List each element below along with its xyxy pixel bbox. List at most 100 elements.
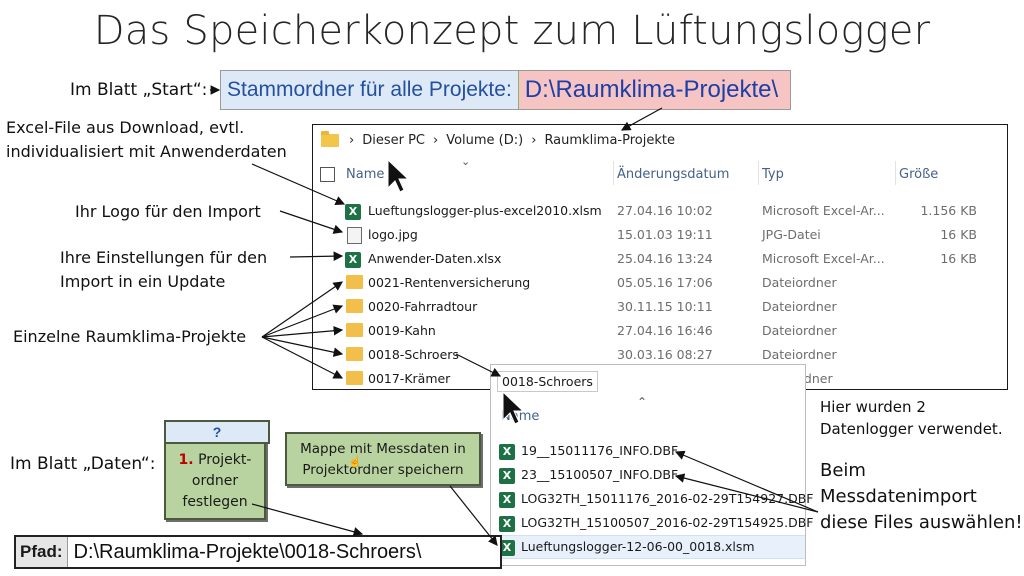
- excel-icon: X: [499, 467, 515, 484]
- note-loggers-line1: Hier wurden 2: [820, 398, 926, 416]
- note-settings-line1: Ihre Einstellungen für den: [60, 248, 268, 267]
- file-date: 15.01.03 19:11: [617, 227, 713, 242]
- step-text: Projekt-: [198, 452, 252, 468]
- root-folder-label: Stammordner für alle Projekte:: [221, 71, 519, 109]
- file-row[interactable]: logo.jpg 15.01.03 19:11 JPG-Datei 16 KB: [313, 223, 1007, 247]
- note-excel-file: Excel-File aus Download, evtl. individua…: [6, 116, 287, 164]
- file-type: Microsoft Excel-Ar...: [762, 203, 885, 218]
- file-name: Anwender-Daten.xlsx: [368, 251, 502, 266]
- excel-icon: X: [499, 515, 515, 532]
- breadcrumb: › Dieser PC › Volume (D:) › Raumklima-Pr…: [313, 125, 1007, 155]
- file-row[interactable]: X 23__15100507_INFO.DBF: [491, 463, 805, 487]
- arrow-project: [261, 336, 344, 357]
- save-workbook-button[interactable]: Mappe mit Messdaten in Projektordner spe…: [285, 432, 481, 486]
- file-row[interactable]: X LOG32TH_15011176_2016-02-29T154927.DBF: [491, 487, 813, 511]
- breadcrumb-item[interactable]: Dieser PC: [362, 132, 425, 148]
- folder-icon: [346, 347, 363, 364]
- file-row[interactable]: X Anwender-Daten.xlsx 25.04.16 13:24 Mic…: [313, 247, 1007, 271]
- set-project-folder-button[interactable]: 1. Projekt- ordner festlegen: [164, 442, 266, 520]
- path-bar: Pfad: D:\Raumklima-Projekte\0018-Schroer…: [14, 535, 502, 569]
- arrow-info-file: [674, 450, 819, 513]
- file-date: 25.04.16 13:24: [617, 251, 713, 266]
- folder-row[interactable]: 0018-Schroers 30.03.16 08:27 Dateiordner: [313, 343, 1007, 367]
- folder-name: 0019-Kahn: [368, 323, 436, 338]
- column-divider: [613, 161, 614, 185]
- folder-name: 0018-Schroers: [368, 347, 459, 362]
- column-type[interactable]: Typ: [762, 167, 784, 182]
- file-name: 19__15011176_INFO.DBF: [521, 443, 679, 458]
- daten-sheet-label: Im Blatt „Daten“:: [10, 454, 156, 474]
- breadcrumb-item[interactable]: Raumklima-Projekte: [544, 132, 675, 148]
- mouse-cursor-icon: [502, 390, 525, 425]
- start-sheet-label: Im Blatt „Start“:: [70, 80, 208, 100]
- folder-icon: [346, 323, 363, 340]
- note-import-line3: diese Files auswählen!: [820, 512, 1023, 533]
- arrow-subfolder: [455, 353, 502, 377]
- file-name: Lueftungslogger-plus-excel2010.xlsm: [368, 203, 602, 218]
- folder-date: 05.05.16 17:06: [617, 275, 713, 290]
- column-size[interactable]: Größe: [899, 167, 939, 182]
- folder-name: 0020-Fahrradtour: [368, 299, 478, 314]
- step-text: festlegen: [182, 494, 248, 510]
- column-name[interactable]: Name: [346, 167, 385, 182]
- note-settings: Ihre Einstellungen für den Import in ein…: [60, 246, 267, 294]
- note-excel-line2: individualisiert mit Anwenderdaten: [6, 142, 287, 161]
- breadcrumb-item[interactable]: Volume (D:): [446, 132, 524, 148]
- folder-date: 30.11.15 10:11: [617, 299, 713, 314]
- arrow-project: [261, 281, 343, 338]
- explorer-window: › Dieser PC › Volume (D:) › Raumklima-Pr…: [312, 124, 1008, 390]
- folder-type: Dateiordner: [762, 299, 837, 314]
- file-type: JPG-Datei: [762, 227, 821, 242]
- folder-icon: [346, 371, 363, 388]
- arrow-project: [261, 336, 344, 379]
- select-all-checkbox[interactable]: [320, 167, 335, 182]
- excel-icon: X: [499, 443, 515, 460]
- arrow-project: [261, 304, 344, 338]
- file-name: LOG32TH_15011176_2016-02-29T154927.DBF: [521, 491, 814, 506]
- sort-up-icon: ⌃: [637, 395, 648, 409]
- folder-type: Dateiordner: [762, 347, 837, 362]
- file-row[interactable]: X Lueftungslogger-plus-excel2010.xlsm 27…: [313, 199, 1007, 223]
- arrow-info-file: [674, 473, 819, 513]
- save-button-line1: Mappe mit Messdaten in: [300, 441, 466, 457]
- save-button-line2: Projektordner speichern: [302, 462, 464, 478]
- root-folder-value[interactable]: D:\Raumklima-Projekte\: [518, 71, 791, 109]
- file-row[interactable]: X LOG32TH_15100507_2016-02-29T154925.DBF: [491, 511, 813, 535]
- chevron-right-icon: ›: [349, 132, 355, 148]
- folder-row[interactable]: 0019-Kahn 27.04.16 16:46 Dateiordner: [313, 319, 1007, 343]
- excel-icon: X: [499, 539, 515, 556]
- file-name: 23__15100507_INFO.DBF: [521, 467, 679, 482]
- folder-type: Dateiordner: [762, 323, 837, 338]
- folder-row[interactable]: 0021-Rentenversicherung 05.05.16 17:06 D…: [313, 271, 1007, 295]
- folder-row[interactable]: 0017-Krämer rdner: [313, 367, 1007, 391]
- folder-row[interactable]: 0020-Fahrradtour 30.11.15 10:11 Dateiord…: [313, 295, 1007, 319]
- file-type: Microsoft Excel-Ar...: [762, 251, 885, 266]
- file-size: 1.156 KB: [920, 203, 977, 218]
- arrow-settings: [289, 251, 344, 261]
- step-number: 1.: [178, 452, 194, 468]
- excel-icon: X: [345, 251, 361, 268]
- arrow-excel-file: [251, 163, 346, 206]
- column-date[interactable]: Änderungsdatum: [617, 167, 730, 182]
- file-row-selected[interactable]: X Lueftungslogger-12-06-00_0018.xlsm: [491, 535, 805, 559]
- folder-date: 27.04.16 16:46: [617, 323, 713, 338]
- column-divider: [758, 161, 759, 185]
- path-value[interactable]: D:\Raumklima-Projekte\0018-Schroers\: [73, 541, 422, 563]
- file-row[interactable]: X 19__15011176_INFO.DBF: [491, 439, 805, 463]
- note-import-line2: Messdatenimport: [820, 486, 977, 507]
- file-size: 16 KB: [940, 227, 977, 242]
- chevron-right-icon: ›: [433, 132, 439, 148]
- folder-name: 0017-Krämer: [368, 371, 451, 386]
- file-date: 27.04.16 10:02: [617, 203, 713, 218]
- folder-type: Dateiordner: [762, 275, 837, 290]
- file-name: LOG32TH_15100507_2016-02-29T154925.DBF: [521, 515, 814, 530]
- subfolder-path[interactable]: 0018-Schroers: [497, 371, 598, 392]
- folder-icon: [321, 130, 339, 147]
- subfolder-window: 0018-Schroers Name ⌃ X 19__15011176_INFO…: [490, 364, 813, 566]
- note-projects: Einzelne Raumklima-Projekte: [13, 327, 247, 346]
- note-loggers: Hier wurden 2 Datenlogger verwendet.: [820, 396, 1003, 440]
- path-label: Pfad:: [16, 537, 68, 567]
- arrow-path: [251, 503, 364, 537]
- folder-date: 30.03.16 08:27: [617, 347, 713, 362]
